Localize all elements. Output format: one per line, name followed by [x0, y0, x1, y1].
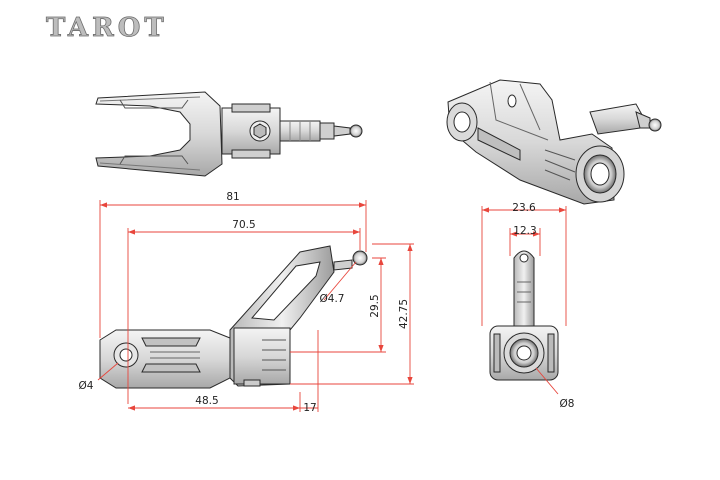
dim-ball-height: 29.5: [369, 294, 381, 317]
tarot-logo: TAROT: [46, 13, 168, 44]
logo-text: TAROT: [46, 13, 168, 43]
front-view-part: [99, 245, 368, 389]
dimension-lines: [97, 200, 567, 412]
dim-pivot-to-back: 48.5: [195, 395, 218, 407]
isometric-view-part: [446, 79, 662, 205]
top-view-part: [95, 91, 363, 177]
dim-hole-dia: Ø4: [79, 380, 94, 392]
dim-overall-height: 42.75: [398, 299, 410, 329]
dim-bore-dia: Ø8: [560, 398, 575, 410]
dim-arm-width: 12.3: [513, 225, 536, 237]
dim-ball-dia: Ø4.7: [320, 293, 345, 305]
dimension-labels: 81 70.5 48.5 17 29.5 42.75 Ø4 Ø4.7 23.6 …: [79, 191, 575, 414]
dim-overall-length: 81: [226, 191, 239, 203]
dim-overall-width: 23.6: [512, 202, 536, 214]
dim-pin-to-tip: 70.5: [232, 219, 255, 231]
dim-back-section: 17: [303, 402, 316, 414]
side-view-part: [489, 250, 559, 381]
